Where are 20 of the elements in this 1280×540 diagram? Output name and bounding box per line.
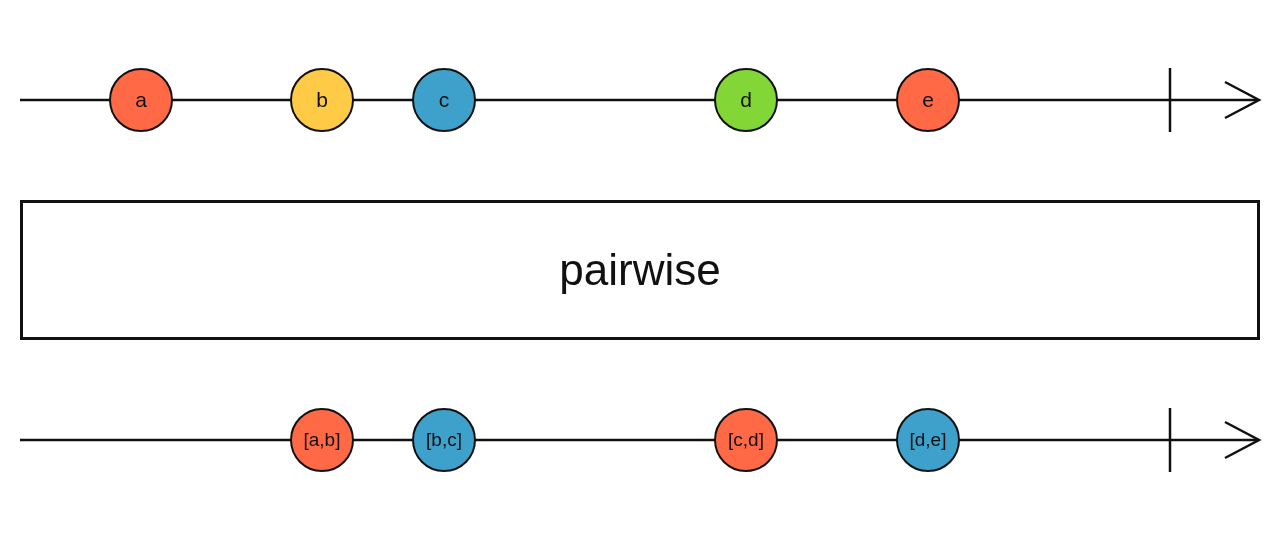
- operator-name: pairwise: [559, 245, 721, 295]
- marble: [412, 68, 476, 132]
- marble: [290, 68, 354, 132]
- marble: [109, 68, 173, 132]
- marble-label: d: [740, 88, 752, 112]
- marble-label: [a,b]: [303, 429, 341, 451]
- marble-label: e: [922, 88, 934, 112]
- marble: [896, 408, 960, 472]
- marble-label: c: [438, 88, 450, 112]
- marble: [290, 408, 354, 472]
- marble-label: b: [316, 88, 328, 112]
- marble: [714, 68, 778, 132]
- marble: [714, 408, 778, 472]
- marble: [896, 68, 960, 132]
- marble: [412, 408, 476, 472]
- marble-label: a: [135, 88, 147, 112]
- operator-box: [20, 200, 1260, 340]
- marble-label: [d,e]: [909, 429, 947, 451]
- marble-label: [b,c]: [426, 429, 462, 451]
- marble-label: [c,d]: [728, 429, 764, 451]
